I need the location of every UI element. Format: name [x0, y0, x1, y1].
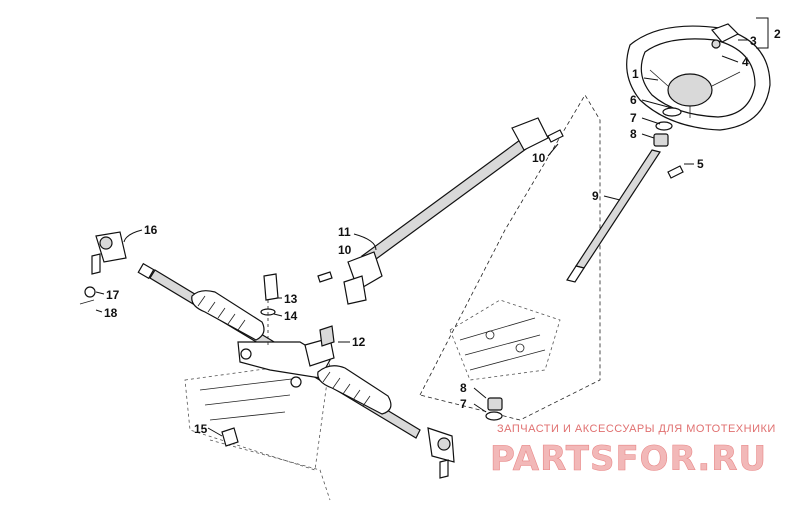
- callout-11: 11: [338, 225, 351, 239]
- dash-panel-outline: [419, 94, 601, 421]
- steering-wheel: [626, 25, 771, 131]
- intermediate-shaft: [343, 117, 549, 305]
- nut-17: [84, 286, 96, 298]
- bolt-13: [260, 273, 279, 345]
- leader-lines: [95, 17, 769, 437]
- callout-12: 12: [352, 335, 366, 349]
- steering-column-shaft: [566, 149, 661, 283]
- callout-2: 2: [774, 27, 781, 41]
- watermark-tagline: ЗАПЧАСТИ И АКСЕССУАРЫ ДЛЯ МОТОТЕХНИКИ: [497, 423, 776, 435]
- callout-9: 9: [592, 189, 599, 203]
- callout-7-lower: 7: [460, 397, 467, 411]
- horn-cap: [710, 23, 740, 49]
- jam-nut-left: [137, 262, 155, 280]
- watermark-brand: PARTSFOR.RU: [490, 439, 767, 479]
- callout-16: 16: [144, 223, 158, 237]
- callout-18: 18: [104, 306, 118, 320]
- callout-3: 3: [750, 34, 757, 48]
- callout-10-lower: 10: [338, 243, 352, 257]
- tie-rod-end-right: [427, 427, 455, 479]
- bolt-5: [667, 165, 684, 179]
- bolt-15: [221, 427, 239, 447]
- tie-rod-end-left: [91, 231, 127, 275]
- callout-7: 7: [630, 111, 637, 125]
- callout-10-upper: 10: [532, 151, 546, 165]
- steering-rack: [149, 269, 421, 439]
- callout-8: 8: [630, 127, 637, 141]
- cotter-pin-18: [79, 299, 95, 305]
- bolt-10-lower: [317, 271, 333, 283]
- callout-13: 13: [284, 292, 298, 306]
- bolt-10-upper: [547, 129, 564, 143]
- lower-bearing: [485, 397, 503, 421]
- callout-6: 6: [630, 93, 637, 107]
- callout-15: 15: [194, 422, 208, 436]
- watermark: ЗАПЧАСТИ И АКСЕССУАРЫ ДЛЯ МОТОТЕХНИКИ PA…: [490, 423, 776, 479]
- callout-8-lower: 8: [460, 381, 467, 395]
- callout-1: 1: [632, 67, 639, 81]
- callout-5: 5: [697, 157, 704, 171]
- callout-4: 4: [742, 55, 749, 69]
- callout-17: 17: [106, 288, 120, 302]
- callout-14: 14: [284, 309, 298, 323]
